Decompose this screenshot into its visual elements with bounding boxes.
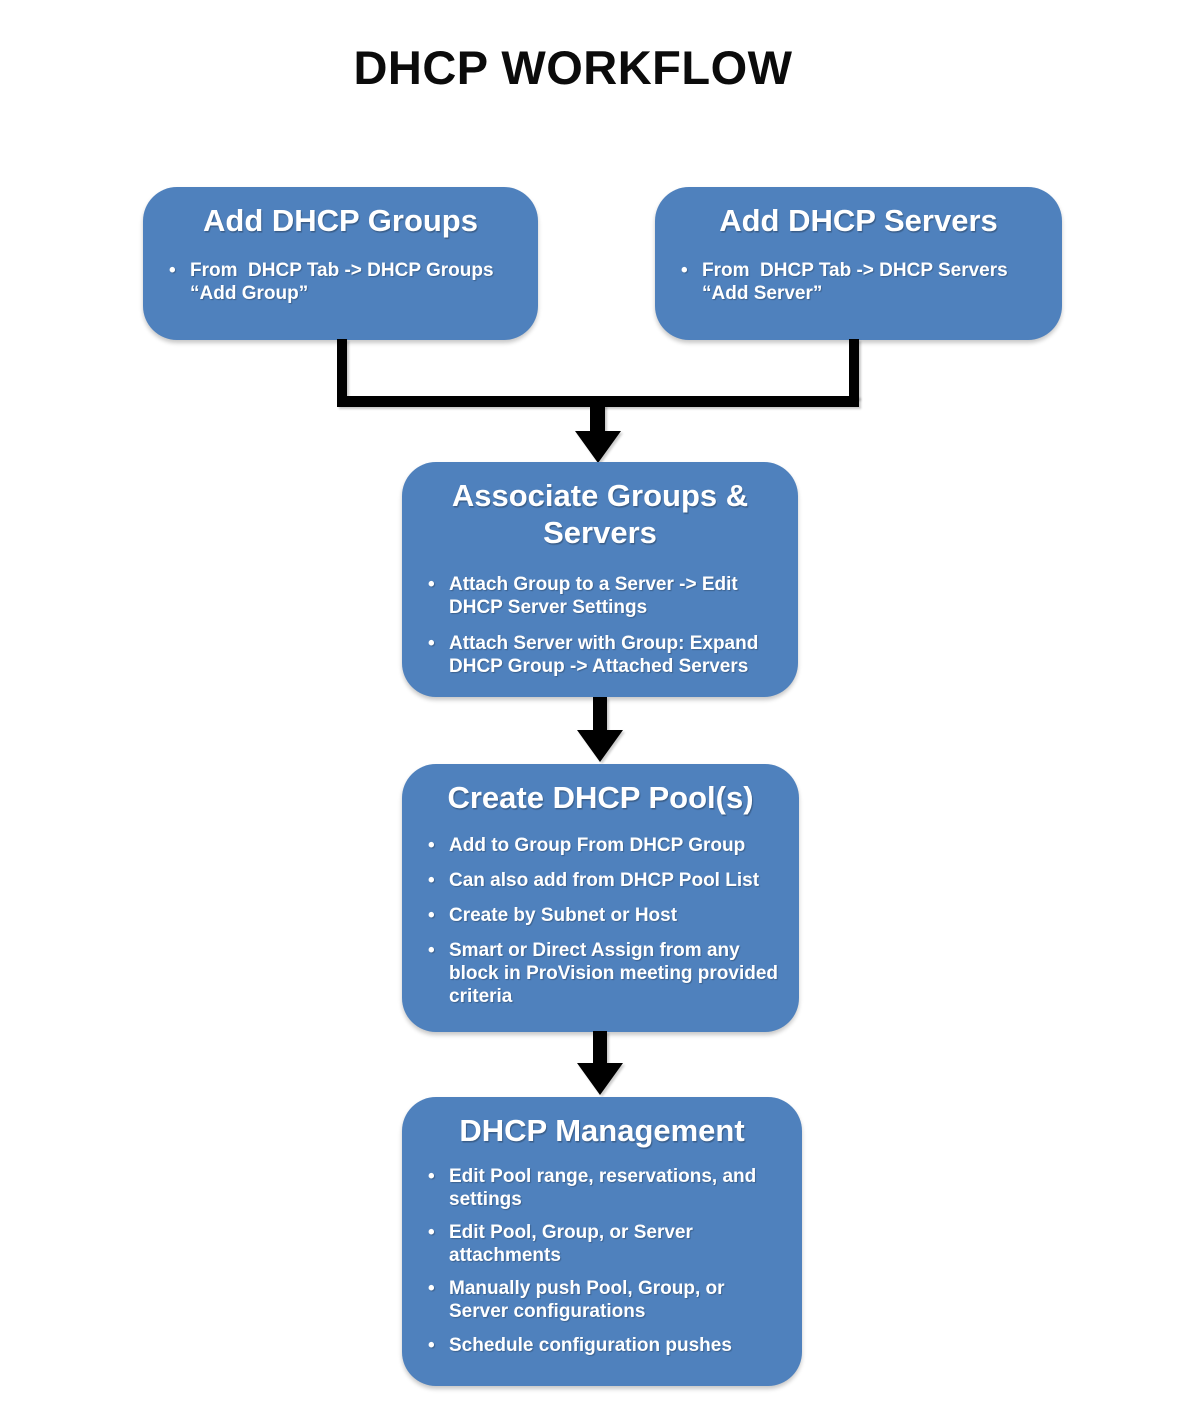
bullet-item: Schedule configuration pushes — [402, 1334, 802, 1357]
box-heading-create-dhcp-pools: Create DHCP Pool(s) — [447, 780, 754, 815]
flow-box-associate-groups-servers: Associate Groups & Servers Attach Group … — [402, 462, 798, 697]
diagram-title: DHCP WORKFLOW — [353, 41, 793, 94]
arrow-stem — [593, 1031, 607, 1063]
flow-box-add-dhcp-servers: Add DHCP Servers From DHCP Tab -> DHCP S… — [655, 187, 1062, 340]
bullet-item: From DHCP Tab -> DHCP Servers “Add Serve… — [655, 259, 1062, 305]
bullet-item: Add to Group From DHCP Group — [402, 834, 799, 857]
flow-box-create-dhcp-pools: Create DHCP Pool(s) Add to Group From DH… — [402, 764, 799, 1032]
bullet-list: Edit Pool range, reservations, and setti… — [402, 1165, 802, 1357]
arrow-stem — [593, 697, 607, 730]
box-heading-associate-groups-servers: Associate Groups & Servers — [451, 478, 749, 550]
bullet-item: Attach Server with Group: Expand DHCP Gr… — [402, 632, 798, 678]
bullet-list: Add to Group From DHCP Group Can also ad… — [402, 834, 799, 1009]
bullet-item: Create by Subnet or Host — [402, 904, 799, 927]
box-heading-dhcp-management: DHCP Management — [459, 1113, 745, 1148]
flow-box-dhcp-management: DHCP Management Edit Pool range, reserva… — [402, 1097, 802, 1386]
bullet-item: Edit Pool range, reservations, and setti… — [402, 1165, 802, 1211]
bullet-list: From DHCP Tab -> DHCP Groups “Add Group” — [143, 259, 538, 305]
down-arrowhead-icon — [575, 431, 621, 463]
connector-right-drop-line — [849, 339, 859, 399]
bullet-list: From DHCP Tab -> DHCP Servers “Add Serve… — [655, 259, 1062, 305]
merge-arrow-stem — [590, 405, 605, 433]
bullet-item: Attach Group to a Server -> Edit DHCP Se… — [402, 573, 798, 619]
flow-box-add-dhcp-groups: Add DHCP Groups From DHCP Tab -> DHCP Gr… — [143, 187, 538, 340]
bullet-item: Manually push Pool, Group, or Server con… — [402, 1277, 802, 1323]
bullet-item: Smart or Direct Assign from any block in… — [402, 939, 799, 1009]
bullet-item: Edit Pool, Group, or Server attachments — [402, 1221, 802, 1267]
down-arrowhead-icon — [577, 1063, 623, 1095]
box-heading-add-dhcp-groups: Add DHCP Groups — [203, 203, 478, 238]
connector-left-drop-line — [337, 339, 347, 399]
connector-horizontal-bar — [337, 396, 859, 407]
box-heading-add-dhcp-servers: Add DHCP Servers — [719, 203, 998, 238]
bullet-list: Attach Group to a Server -> Edit DHCP Se… — [402, 573, 798, 678]
bullet-item: From DHCP Tab -> DHCP Groups “Add Group” — [143, 259, 538, 305]
bullet-item: Can also add from DHCP Pool List — [402, 869, 799, 892]
down-arrowhead-icon — [577, 730, 623, 762]
